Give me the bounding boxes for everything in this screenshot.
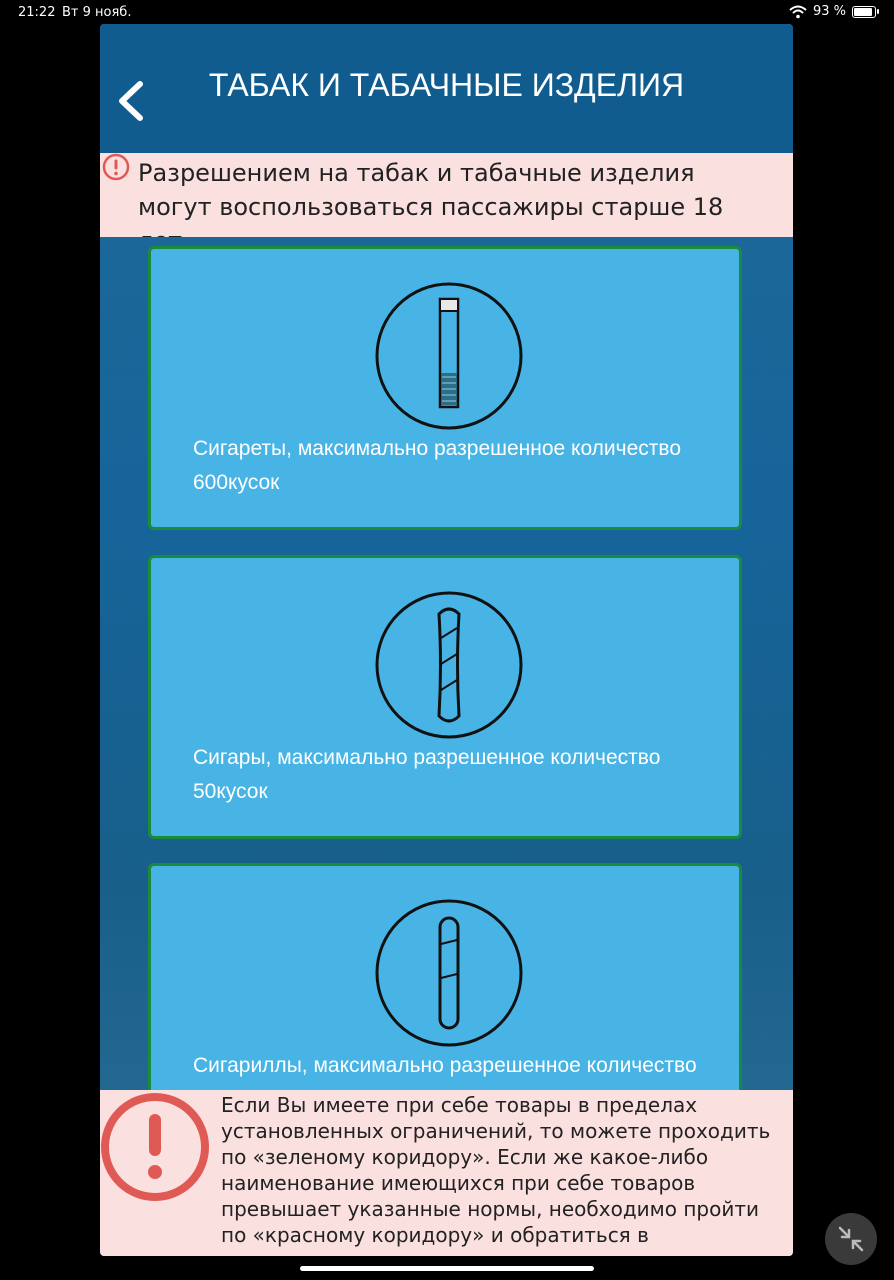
item-label: Сигары, максимально разрешенное количест… (193, 746, 661, 803)
collapse-button[interactable] (825, 1213, 877, 1265)
status-bar: 21:22 Вт 9 нояб. 93 % (0, 0, 894, 24)
item-card-cigars[interactable]: Сигары, максимально разрешенное количест… (148, 555, 742, 839)
corridor-warning: Если Вы имеете при себе товары в предела… (100, 1090, 793, 1256)
cigarillo-icon (375, 899, 523, 1047)
wifi-icon (789, 5, 807, 18)
age-warning: Разрешением на табак и табачные изделия … (100, 153, 793, 237)
cigar-icon (375, 591, 523, 739)
status-time: 21:22 (18, 5, 56, 20)
header: ТАБАК И ТАБАЧНЫЕ ИЗДЕЛИЯ (100, 24, 793, 153)
alert-circle-icon (102, 153, 130, 181)
status-right: 93 % (789, 4, 879, 19)
battery-icon (852, 5, 879, 18)
battery-fill (854, 7, 872, 16)
item-card-cigarettes[interactable]: Сигареты, максимально разрешенное количе… (148, 246, 742, 530)
cigarette-icon (375, 282, 523, 430)
page-title: ТАБАК И ТАБАЧНЫЕ ИЗДЕЛИЯ (208, 67, 685, 103)
age-warning-text: Разрешением на табак и табачные изделия … (138, 159, 724, 237)
corridor-warning-text: Если Вы имеете при себе товары в предела… (221, 1093, 771, 1247)
collapse-arrows-icon (838, 1226, 864, 1252)
alert-circle-icon (101, 1093, 209, 1201)
status-date: Вт 9 нояб. (62, 5, 132, 20)
home-indicator[interactable] (300, 1266, 594, 1271)
chevron-left-icon[interactable] (114, 78, 150, 124)
battery-percent: 93 % (812, 4, 846, 19)
item-label: Сигареты, максимально разрешенное количе… (193, 437, 681, 494)
app-window: ТАБАК И ТАБАЧНЫЕ ИЗДЕЛИЯ Разрешением на … (100, 24, 793, 1256)
